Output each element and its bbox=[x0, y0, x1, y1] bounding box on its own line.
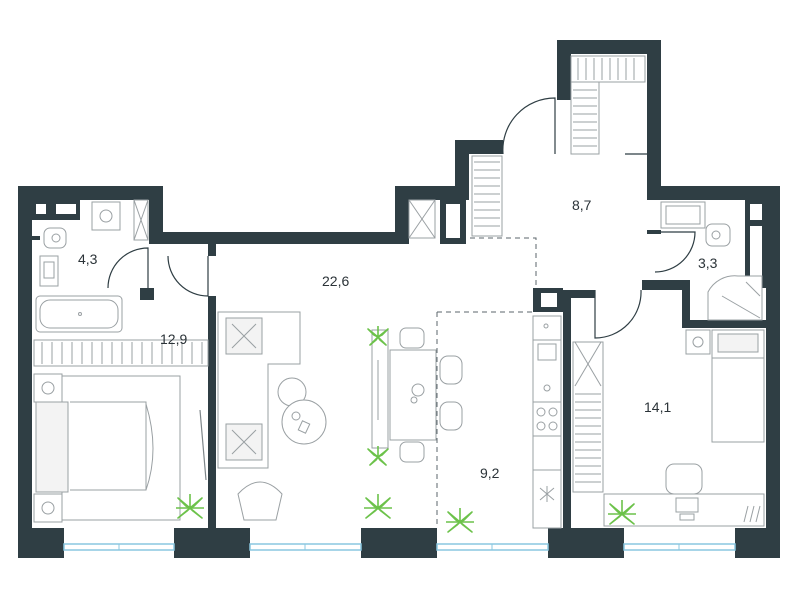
wall-int-b bbox=[140, 288, 154, 300]
door-bedroom-1 bbox=[167, 255, 209, 297]
shower-icon bbox=[707, 275, 763, 321]
nightstand-2-icon bbox=[33, 493, 63, 523]
pillows-icon bbox=[35, 401, 69, 493]
zone-divider-hall bbox=[470, 237, 537, 286]
nightstand-3-icon bbox=[685, 329, 711, 355]
armchair-icon bbox=[237, 481, 283, 521]
plant-icon bbox=[364, 494, 392, 519]
wall-notch-1 bbox=[149, 186, 163, 240]
wall-int-h bbox=[647, 230, 661, 234]
plant-icon bbox=[608, 500, 636, 525]
double-bed-icon bbox=[61, 375, 181, 521]
wall-top-living bbox=[149, 232, 409, 244]
wall-int-e bbox=[642, 280, 690, 290]
doors bbox=[107, 97, 696, 339]
wall-notch-3 bbox=[455, 140, 469, 200]
wardrobe-bedroom-2 bbox=[572, 341, 604, 493]
nightstand-1-icon bbox=[33, 373, 63, 403]
washing-machine-icon bbox=[91, 201, 121, 231]
room-area-bathroom-1: 4,3 bbox=[78, 251, 98, 267]
bedroom-1-furniture bbox=[33, 373, 207, 523]
wall-int-c bbox=[208, 244, 216, 256]
walls bbox=[18, 40, 780, 558]
tv-console-icon bbox=[371, 329, 389, 449]
wall-int-g bbox=[682, 320, 766, 328]
toilet-2-icon bbox=[705, 223, 731, 247]
dining-table-icon bbox=[389, 349, 437, 441]
room-area-living-room: 22,6 bbox=[322, 273, 349, 289]
stove-icon bbox=[536, 407, 558, 431]
utility-box-2 bbox=[133, 199, 149, 241]
sink-icon bbox=[39, 255, 59, 287]
wall-int-d bbox=[563, 290, 595, 298]
bedroom-2-furniture bbox=[603, 329, 765, 527]
wardrobe-bedroom-1 bbox=[33, 339, 209, 367]
plant-icon bbox=[176, 494, 204, 519]
door-bathroom-2 bbox=[654, 231, 696, 273]
wall-bottom-5 bbox=[735, 528, 780, 558]
wall-right bbox=[766, 186, 780, 558]
chair-2-icon bbox=[399, 441, 425, 463]
extractor-icon bbox=[539, 486, 555, 502]
plant-icon bbox=[446, 508, 474, 533]
desk-chair-icon bbox=[665, 463, 703, 495]
wardrobe-tower bbox=[570, 55, 646, 155]
room-area-bathroom-2: 3,3 bbox=[698, 255, 718, 271]
door-bathroom-1 bbox=[107, 247, 149, 289]
wall-tower-right bbox=[647, 40, 661, 192]
wall-top-right bbox=[647, 186, 780, 200]
wall-int-bedroom1 bbox=[208, 296, 216, 528]
windows bbox=[63, 543, 736, 551]
wall-bottom-2 bbox=[174, 528, 250, 558]
chair-3-icon bbox=[439, 355, 463, 385]
books-icon bbox=[743, 505, 761, 523]
wall-top-step bbox=[395, 186, 469, 200]
wall-top-hall bbox=[455, 140, 503, 154]
laptop-icon bbox=[675, 497, 699, 513]
wall-notch-2 bbox=[395, 186, 409, 244]
wall-bottom-4 bbox=[548, 528, 624, 558]
plant-icon bbox=[367, 326, 389, 346]
room-area-bedroom-2: 14,1 bbox=[644, 399, 671, 415]
room-area-hallway: 8,7 bbox=[572, 197, 592, 213]
bathroom-1-fixtures bbox=[35, 201, 123, 333]
wall-tower-left bbox=[557, 40, 571, 100]
room-area-bedroom-1: 12,9 bbox=[160, 331, 187, 347]
door-entrance bbox=[502, 97, 556, 155]
utility-box bbox=[408, 199, 436, 239]
chair-1-icon bbox=[399, 327, 425, 349]
faucet-icon bbox=[543, 384, 551, 392]
pillow-icon bbox=[717, 333, 759, 353]
wall-tower-top bbox=[557, 40, 661, 54]
kitchen-furniture bbox=[532, 315, 562, 529]
kitchen-sink-icon bbox=[537, 343, 557, 361]
wall-top-left bbox=[18, 186, 163, 200]
door-bedroom-2 bbox=[594, 289, 642, 339]
wall-left bbox=[18, 186, 32, 558]
wardrobe-hall-left bbox=[471, 155, 503, 237]
wall-int-f bbox=[682, 280, 690, 328]
room-area-kitchen: 9,2 bbox=[480, 465, 500, 481]
toilet-icon bbox=[43, 227, 67, 249]
wall-int-bedroom2 bbox=[563, 290, 571, 528]
chair-4-icon bbox=[439, 401, 463, 431]
plant-icon bbox=[367, 446, 389, 466]
wall-bottom-1 bbox=[18, 528, 64, 558]
bathroom-2-fixtures bbox=[660, 201, 763, 321]
wall-bottom-3 bbox=[361, 528, 437, 558]
living-room-furniture bbox=[217, 311, 463, 521]
wall-int-a bbox=[32, 236, 40, 240]
